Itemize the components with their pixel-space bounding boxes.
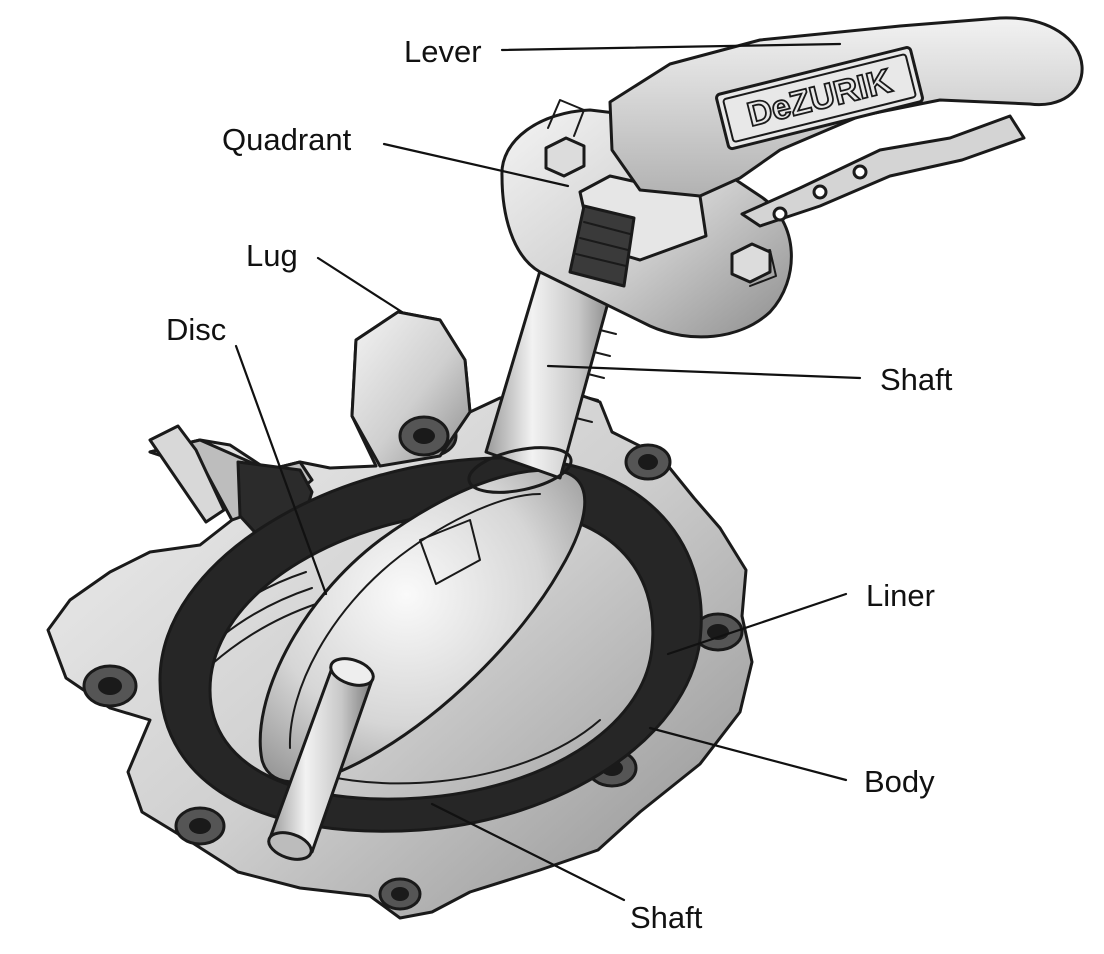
lower-shaft [267,657,375,861]
leader-shaft-lower [430,802,626,902]
label-lever: Lever [404,34,482,69]
label-quadrant: Quadrant [222,122,352,157]
leader-liner [666,592,848,656]
lever-nameplate: DeZURIK [715,46,924,151]
quadrant-plate [500,99,793,339]
stud-bolt [148,424,226,524]
leader-shaft-upper [546,364,862,380]
leader-lever [500,42,842,52]
leader-lines [234,42,862,902]
label-shaft-upper: Shaft [880,362,953,397]
disc-hub [419,519,481,585]
shaft-thread [568,204,636,288]
callout-labels: Lever Quadrant Lug Disc Shaft Liner Body… [166,34,953,935]
disc-rim [288,493,541,749]
label-body: Body [864,764,935,799]
leader-lug [316,256,404,314]
leader-disc [234,344,328,596]
leader-body [648,726,848,782]
shaft-graduations [575,329,617,423]
quadrant-bolt [544,136,586,178]
label-shaft-lower: Shaft [630,900,703,935]
label-disc: Disc [166,312,226,347]
label-lug: Lug [246,238,298,273]
leader-quadrant [382,142,570,188]
lever-handle: DeZURIK [608,16,1084,228]
label-liner: Liner [866,578,935,613]
lever-latch [740,114,1026,228]
collar-threads [575,221,631,267]
quadrant-bolt [730,242,772,284]
